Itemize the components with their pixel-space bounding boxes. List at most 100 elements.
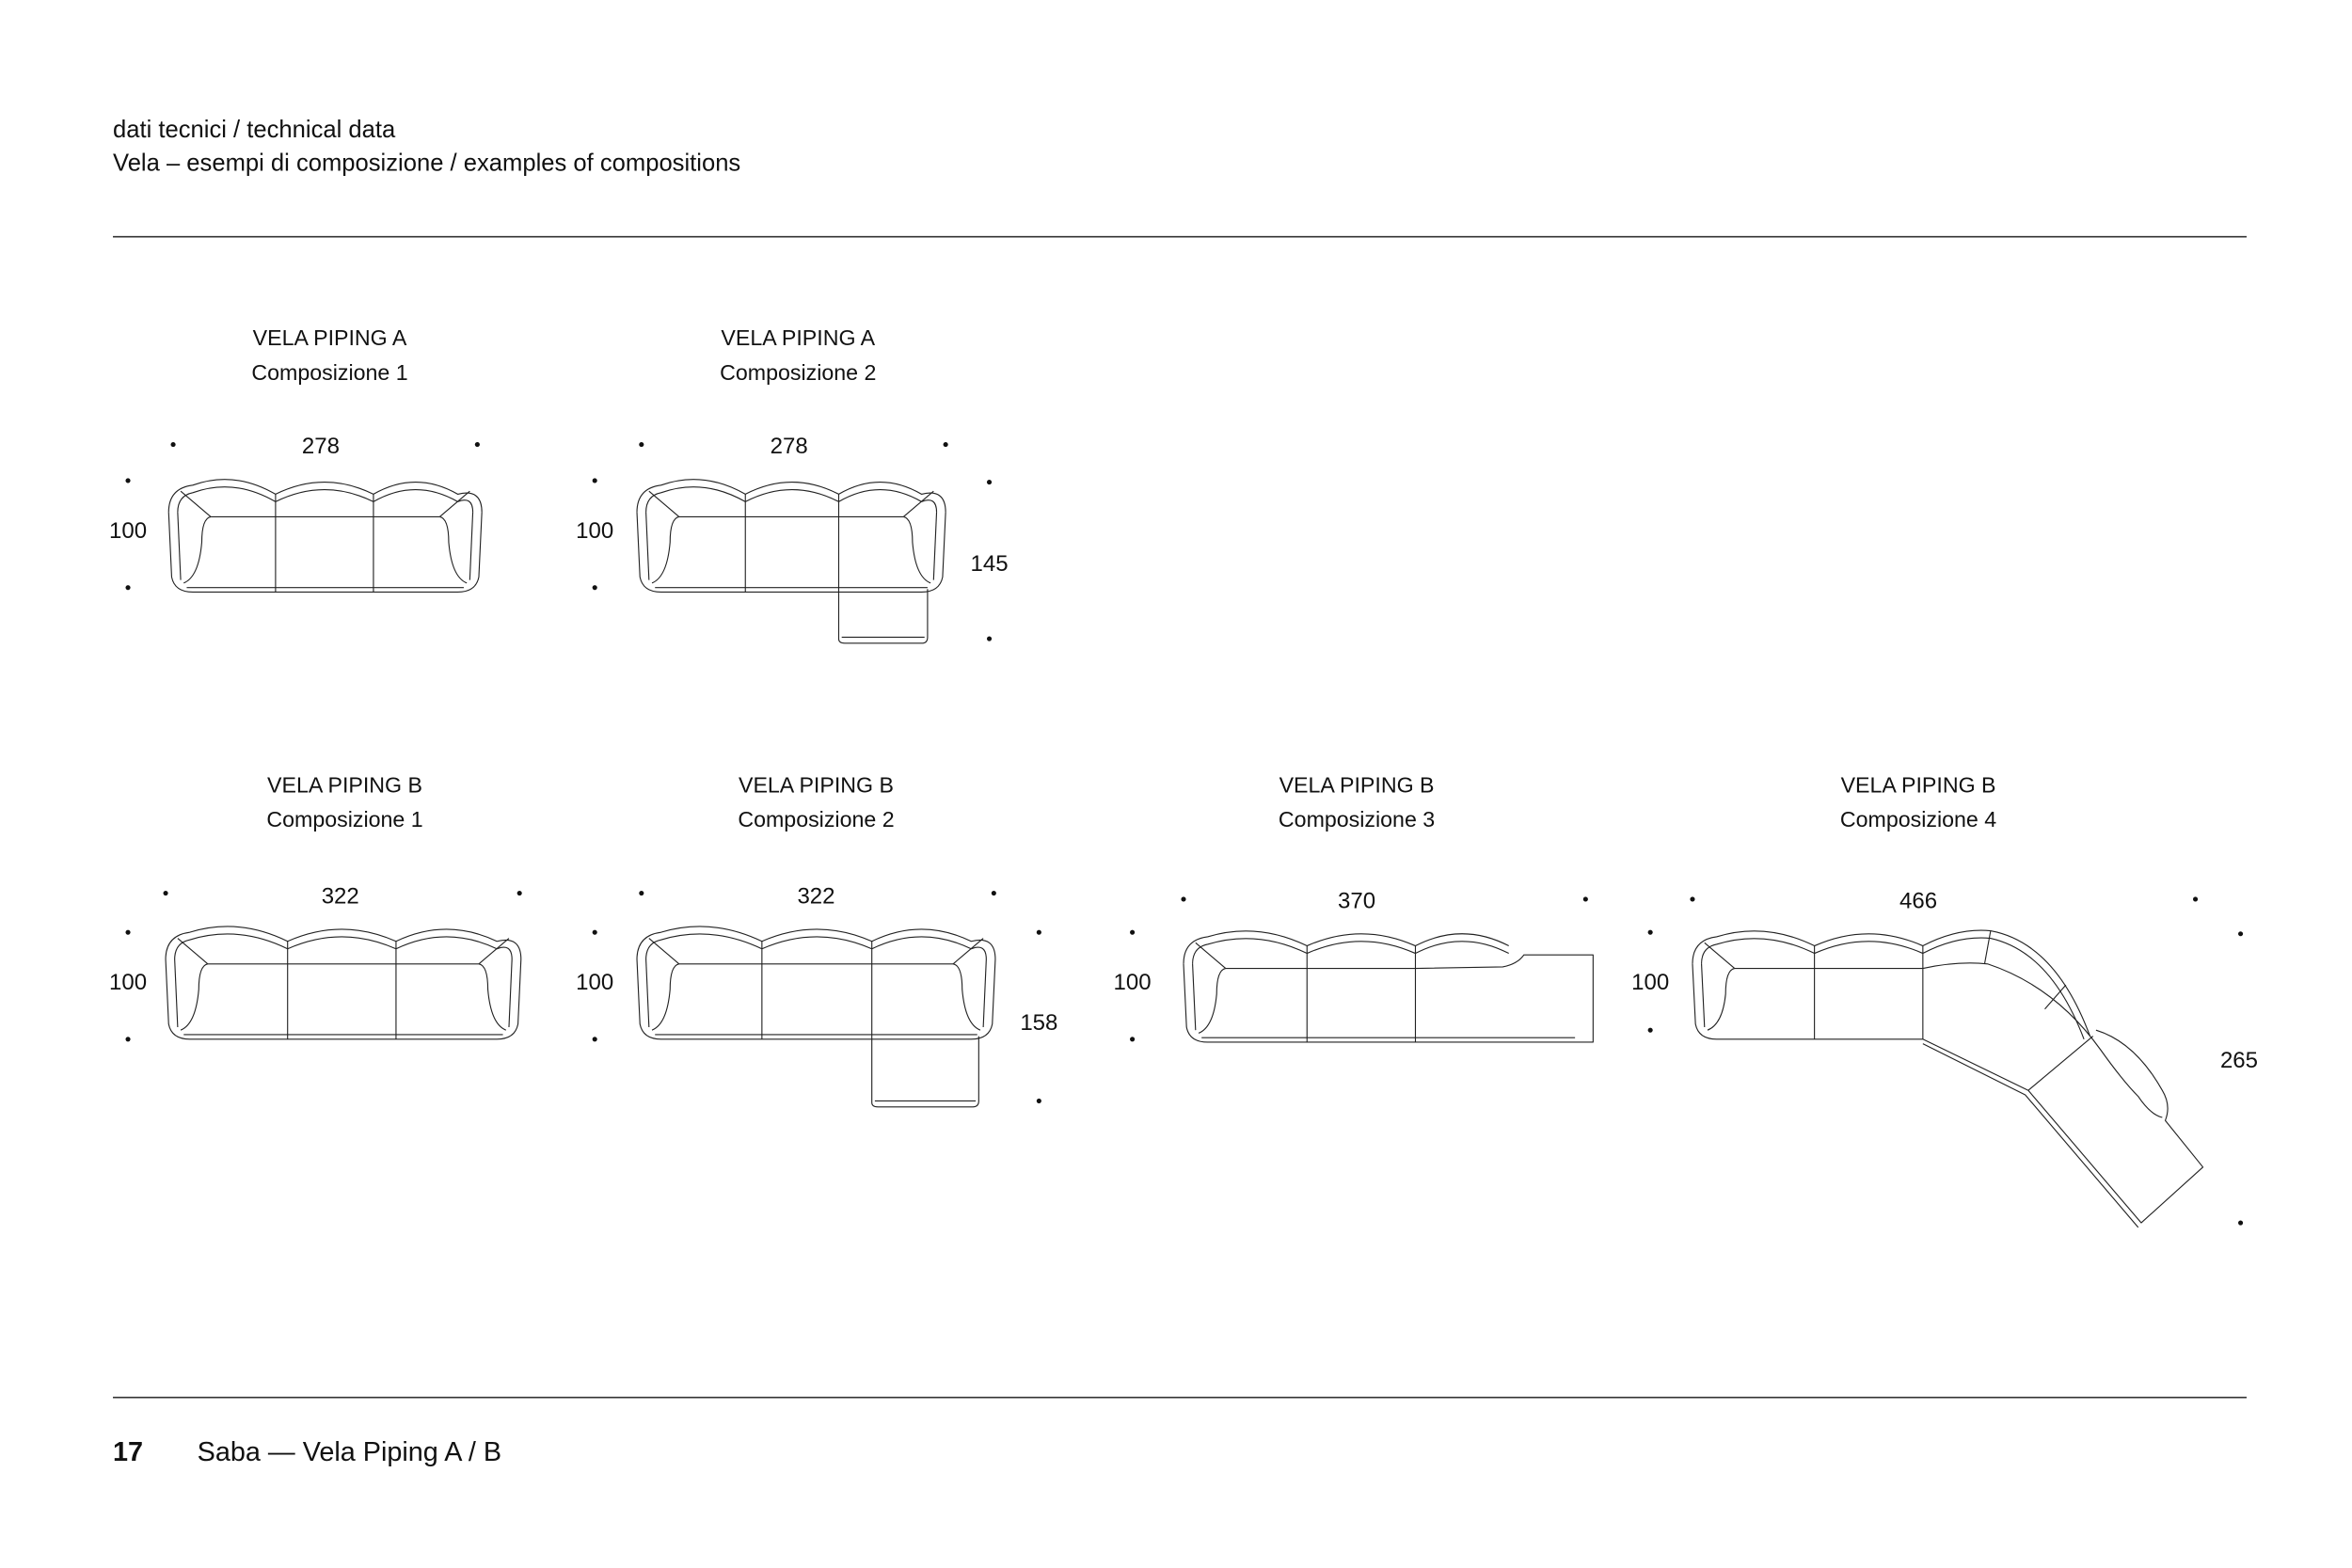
seat-line: [1734, 962, 2163, 1118]
dimension-dot: [1130, 929, 1136, 935]
left-arm: [180, 963, 209, 1031]
right-arm: [469, 512, 474, 580]
dimension-dot: [1647, 1027, 1653, 1033]
model-title: VELA PIPING B: [267, 772, 422, 797]
composition-a2: VELA PIPING A Composizione 2 278 100 145: [576, 325, 1009, 644]
module-divider: [2044, 984, 2067, 1010]
left-arm: [1198, 968, 1226, 1034]
right-arm: [932, 512, 938, 580]
right-arm: [478, 938, 510, 965]
right-arm: [982, 958, 987, 1028]
left-arm: [651, 963, 679, 1031]
dimension-dot: [163, 890, 168, 896]
dimension-dot: [1036, 1098, 1041, 1103]
depth-dimension: 100: [576, 970, 613, 995]
dimension-dot: [170, 442, 176, 448]
composition-title: Composizione 2: [720, 360, 876, 385]
header-line-2: Vela – esempi di composizione / examples…: [113, 150, 740, 176]
left-arm: [180, 490, 212, 517]
depth-dimension: 100: [1631, 970, 1669, 995]
dimension-dot: [592, 585, 597, 591]
dimension-dot: [2192, 896, 2199, 902]
dimension-dot: [125, 929, 131, 935]
right-arm: [952, 963, 981, 1031]
sofa-drawing: [1692, 929, 2204, 1228]
composition-b3: VELA PIPING B Composizione 3 370 100: [1114, 772, 1594, 1043]
backrest: [174, 933, 513, 959]
body: [1692, 963, 2204, 1224]
composition-a1: VELA PIPING A Composizione 1 278 100: [109, 325, 483, 593]
left-arm: [183, 515, 212, 584]
dimension-dot: [125, 478, 131, 483]
composition-title: Composizione 1: [251, 360, 407, 385]
backrest: [1192, 938, 1509, 964]
left-arm: [1195, 942, 1227, 969]
width-dimension: 278: [771, 434, 808, 459]
composition-title: Composizione 2: [738, 807, 894, 832]
backrest: [645, 486, 938, 513]
body: [636, 958, 996, 1040]
right-arm: [439, 515, 468, 584]
sofa-drawing: [636, 479, 946, 644]
dimension-dot: [474, 442, 480, 448]
backrest: [165, 926, 522, 959]
sofa-drawing: [1183, 930, 1594, 1043]
left-arm: [651, 515, 679, 584]
backrest: [636, 479, 946, 513]
dimension-dot: [2238, 931, 2244, 937]
chaise: [837, 589, 929, 644]
width-dimension: 370: [1338, 889, 1375, 914]
left-arm: [174, 958, 179, 1028]
right-arm: [952, 938, 984, 965]
left-arm: [177, 512, 182, 580]
dimension-dot: [986, 480, 993, 485]
dimension-dot: [639, 442, 644, 448]
dimension-dot: [592, 1037, 597, 1042]
dimension-dot: [1130, 1037, 1136, 1042]
backrest: [1692, 929, 2091, 1037]
chaise-depth-dimension: 265: [2220, 1048, 2258, 1073]
dimension-dot: [1181, 896, 1186, 902]
depth-dimension: 100: [109, 518, 147, 544]
body: [165, 958, 522, 1040]
dimension-dot: [991, 890, 996, 896]
dimension-dot: [1690, 896, 1695, 902]
chaise: [871, 1036, 979, 1108]
body: [636, 512, 946, 593]
dimension-dot: [639, 890, 644, 896]
composition-b1: VELA PIPING B Composizione 1 322 100: [109, 772, 522, 1040]
width-dimension: 322: [797, 884, 834, 910]
right-arm: [478, 963, 507, 1031]
dimension-dot: [943, 442, 948, 448]
seat-front: [1922, 1043, 2139, 1228]
composition-b4: VELA PIPING B Composizione 4 466 100 265: [1631, 772, 2258, 1228]
sofa-drawing: [636, 926, 996, 1108]
model-title: VELA PIPING B: [1279, 772, 1435, 797]
right-arm: [508, 958, 513, 1028]
header-line-1: dati tecnici / technical data: [113, 117, 396, 143]
backrest: [177, 486, 474, 513]
chaise-depth-dimension: 145: [971, 551, 1009, 577]
page-number: 17: [113, 1437, 143, 1467]
width-dimension: 466: [1899, 889, 1937, 914]
left-arm: [645, 958, 650, 1028]
left-arm: [1701, 963, 1706, 1028]
module-divider: [2027, 1036, 2094, 1091]
model-title: VELA PIPING A: [253, 325, 407, 350]
left-arm: [1707, 968, 1735, 1031]
dimension-dot: [592, 929, 597, 935]
body: [167, 512, 483, 593]
composition-title: Composizione 4: [1840, 807, 1996, 832]
composition-title: Composizione 1: [266, 807, 422, 832]
dimension-dot: [1036, 929, 1041, 935]
left-arm: [177, 938, 209, 965]
left-arm: [645, 512, 650, 580]
model-title: VELA PIPING A: [721, 325, 875, 350]
dimension-dot: [1582, 896, 1588, 902]
model-title: VELA PIPING B: [1841, 772, 1996, 797]
left-arm: [648, 490, 680, 517]
dimension-dot: [1647, 929, 1653, 935]
backrest: [1701, 937, 2085, 1039]
body: [1183, 954, 1594, 1043]
